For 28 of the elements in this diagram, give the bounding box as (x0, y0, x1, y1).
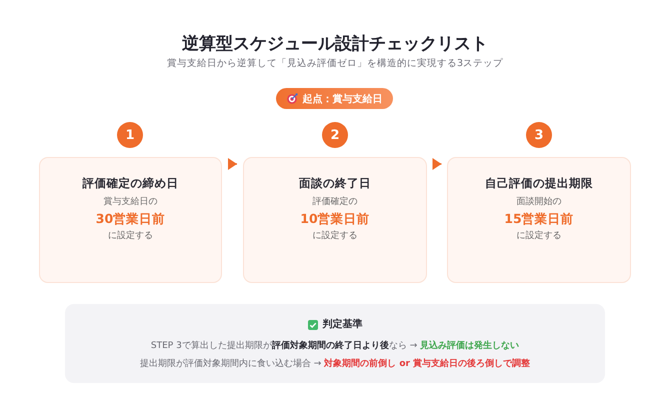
start-point-label: 起点：賞与支給日 (302, 92, 382, 106)
step-card (39, 157, 222, 283)
step-number-circle: 2 (322, 122, 348, 148)
card-text: 評価確定の (312, 196, 358, 209)
card-title: 面談の終了日 (299, 175, 371, 191)
step-number-circle: 3 (526, 122, 552, 148)
arrow (432, 158, 442, 170)
deadline-value: 30営業日前 (96, 210, 166, 228)
diagram-title: 逆算型スケジュール設計チェックリスト (181, 33, 489, 55)
card-text: に設定する (108, 230, 153, 243)
card-title: 評価確定の締め日 (82, 175, 178, 191)
criteria-heading: 判定基準 (322, 318, 362, 332)
subtitle: 賞与支給日から逆算して「見込み評価ゼロ」を構造的に実現する3ステップ (166, 57, 504, 71)
card-text: に設定する (516, 230, 562, 243)
card-text: 面談開始の (516, 196, 562, 209)
step-card (447, 157, 631, 283)
card-text: に設定する (312, 230, 358, 243)
step-card (243, 157, 427, 283)
criteria-panel (65, 304, 605, 383)
card-title: 自己評価の提出期限 (485, 175, 593, 191)
card-text: 賞与支給日の (104, 196, 158, 209)
criteria-text: STEP 3で算出した提出期限が評価対象期間の終了日より後なら → 見込み評価は発生しない (150, 339, 520, 353)
arrow (228, 158, 237, 170)
deadline-value: 15営業日前 (504, 210, 574, 228)
deadline-value: 10営業日前 (300, 210, 370, 228)
start-point-pill (276, 88, 393, 109)
criteria-text: 提出期限が評価対象期間内に食い込む場合 → 対象期間の前倒し or 賞与支給日の後ろ倒しで調整 (140, 357, 530, 371)
step-number-circle: 1 (117, 122, 143, 148)
